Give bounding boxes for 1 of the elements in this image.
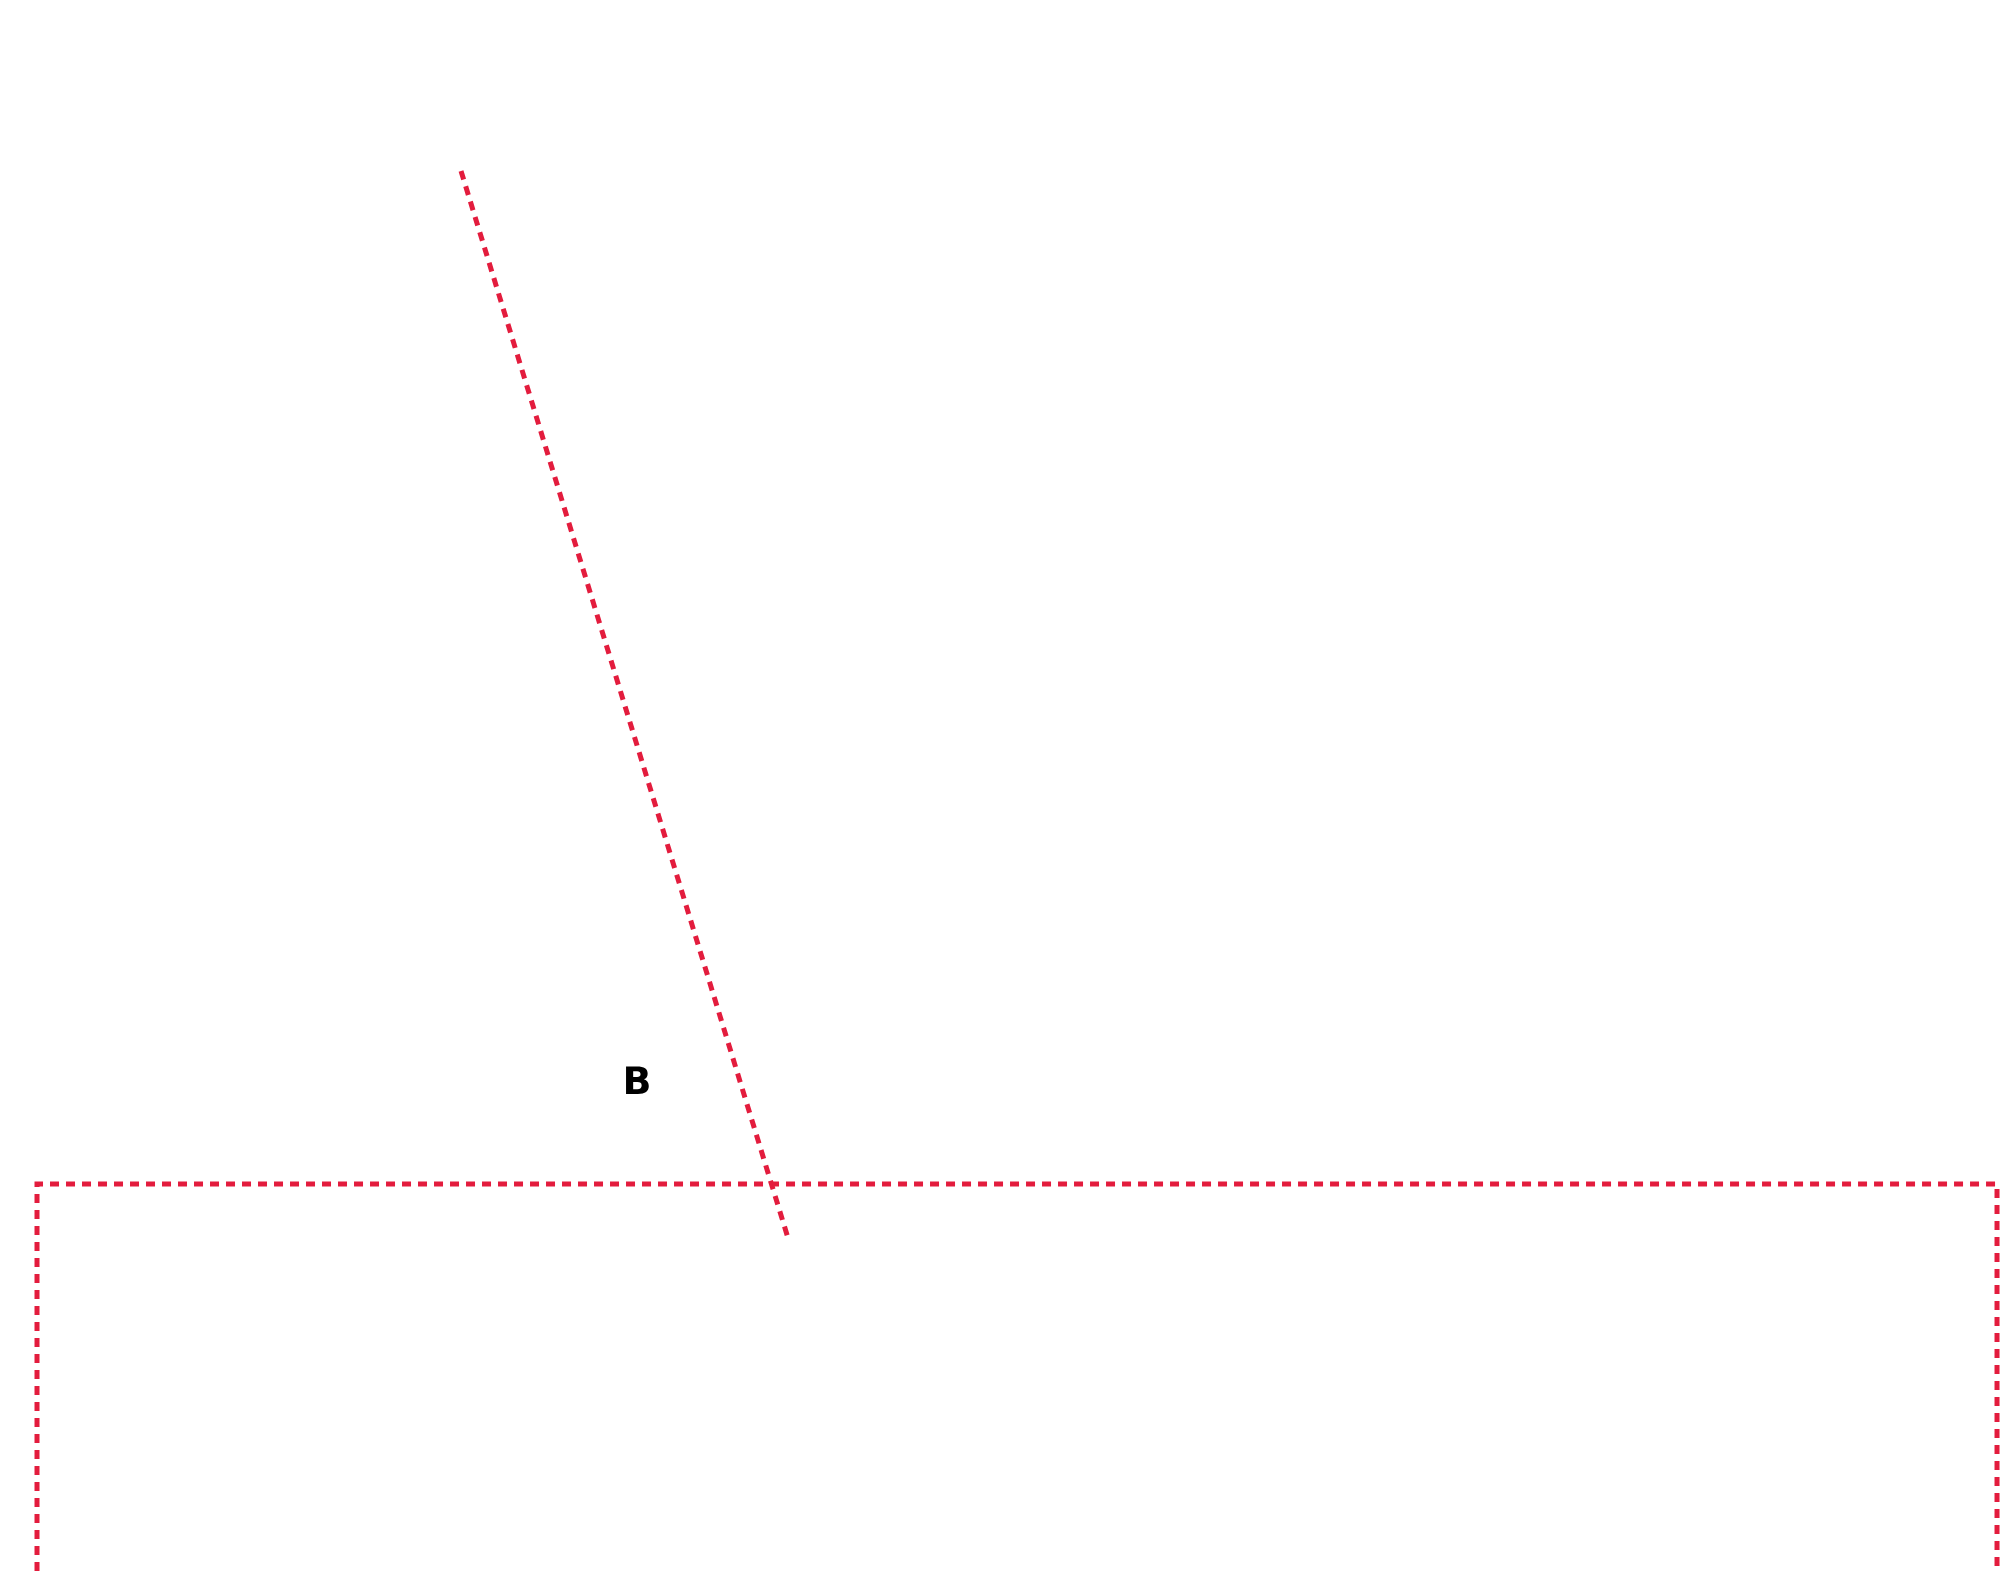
region-label: B <box>626 1066 649 1094</box>
